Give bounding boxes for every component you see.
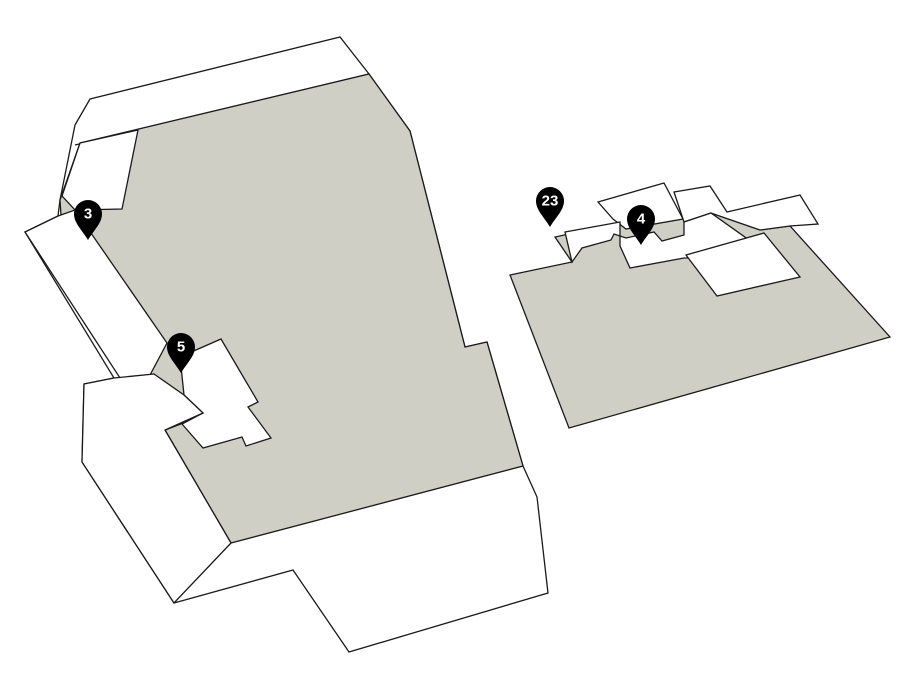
location-pin-23[interactable]: 23 [536,187,564,227]
pin-icon [536,187,564,227]
left-building [24,36,549,653]
pin-icon [627,205,655,245]
marker-label-3: 3 [84,206,92,223]
right-building [509,182,892,429]
marker-label-5: 5 [177,339,185,356]
marker-label-4: 4 [637,211,646,228]
location-pin-4[interactable]: 4 [627,205,655,245]
location-pin-5[interactable]: 5 [167,333,195,373]
right-building-room-large[interactable] [684,232,802,297]
pin-icon [74,200,102,240]
markers: 3 5 23 4 [74,187,655,373]
left-building-notch [81,373,232,605]
location-pin-3[interactable]: 3 [74,200,102,240]
marker-label-23: 23 [542,193,559,210]
pin-icon [167,333,195,373]
